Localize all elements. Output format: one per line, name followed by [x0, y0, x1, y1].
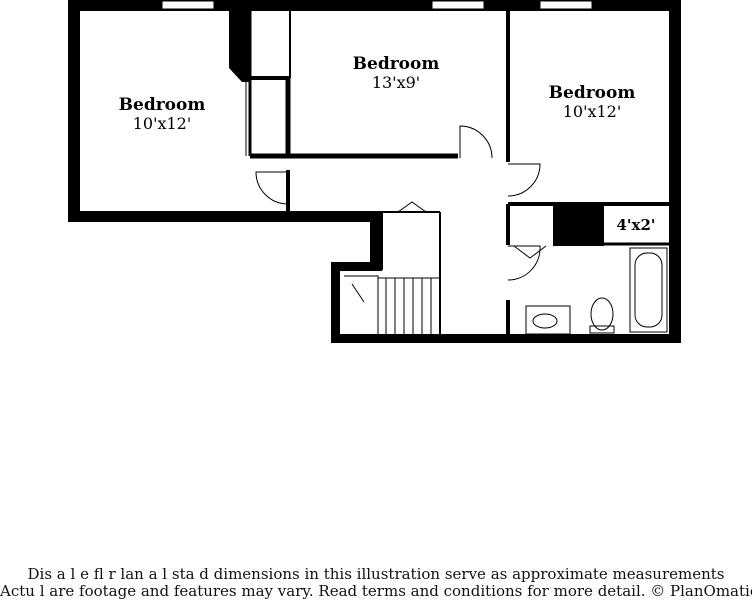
- interior-walls: [248, 11, 669, 334]
- disclaimer-line-1: Dis a l e fl r lan a l sta d dimensions …: [27, 565, 725, 583]
- disclaimer-line-2: Actu l are footage and features may vary…: [0, 582, 752, 600]
- bathroom-fixtures: [525, 247, 668, 335]
- windows: [161, 0, 593, 10]
- room-dim-bedroom-left: 10'x12': [133, 114, 192, 133]
- room-name-bedroom-right: Bedroom: [549, 83, 636, 103]
- room-name-bedroom-left: Bedroom: [119, 95, 206, 115]
- room-dim-bedroom-right: 10'x12': [563, 102, 622, 121]
- doors: [245, 82, 547, 281]
- floor-plan: Bedroom 10'x12' Bedroom 13'x9' Bedroom 1…: [68, 0, 681, 343]
- stairs: [344, 275, 440, 334]
- sink-vanity: [525, 305, 571, 335]
- toilet: [590, 297, 614, 331]
- exterior-walls: [68, 0, 681, 343]
- closet-dimensions: 4'x2': [616, 216, 655, 234]
- room-dim-bedroom-middle: 13'x9': [372, 73, 420, 92]
- room-name-bedroom-middle: Bedroom: [353, 54, 440, 74]
- bathtub: [629, 247, 668, 333]
